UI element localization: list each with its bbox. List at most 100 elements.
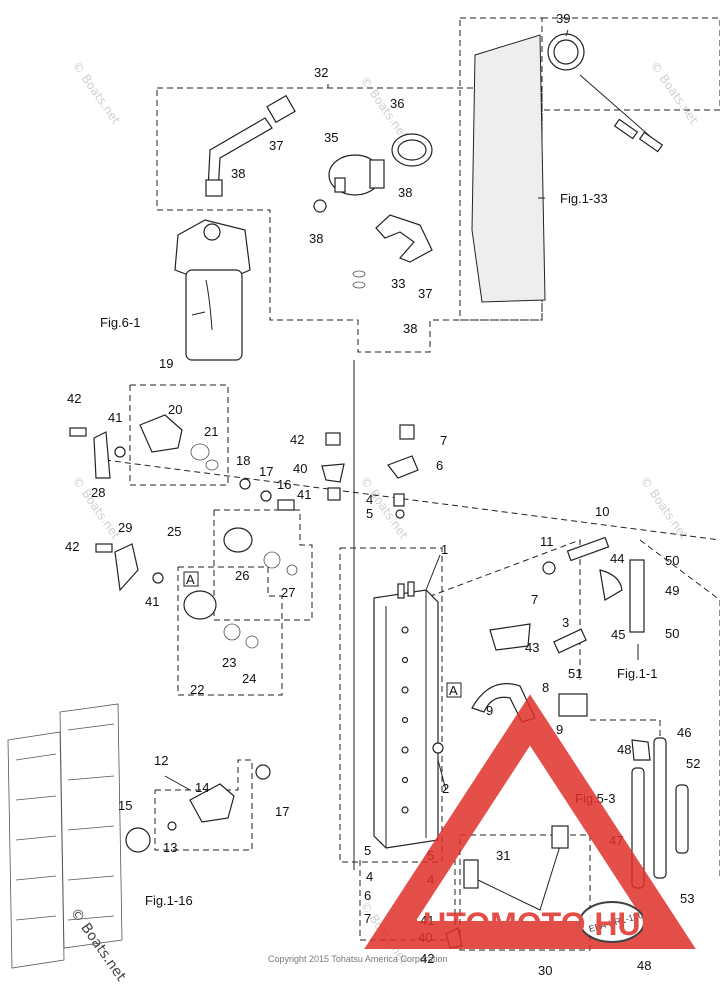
callout-15: 15 [118, 798, 132, 813]
callout-46: 46 [677, 725, 691, 740]
callout-53: 53 [680, 891, 694, 906]
callout-41: 41 [297, 487, 311, 502]
fig-ref-1-1: Fig.1-1 [617, 666, 657, 681]
callout-14: 14 [195, 780, 209, 795]
epa-stamp [579, 901, 645, 943]
callout-40: 40 [293, 461, 307, 476]
callout-39: 39 [556, 11, 570, 26]
callout-29: 29 [118, 520, 132, 535]
group-box-12 [154, 759, 253, 851]
callout-19: 19 [159, 356, 173, 371]
callout-28: 28 [91, 485, 105, 500]
callout-33: 33 [391, 276, 405, 291]
callout-5: 5 [366, 506, 373, 521]
callout-4: 4 [366, 869, 373, 884]
fig-1-16-gaskets [7, 703, 123, 969]
callout-37: 37 [418, 286, 432, 301]
guide-line [419, 539, 581, 680]
callout-23: 23 [222, 655, 236, 670]
watermark: © Boats.net [638, 474, 692, 542]
logo-triangle [364, 694, 696, 949]
marker-a: A [186, 572, 195, 587]
callout-50: 50 [665, 553, 679, 568]
callout-44: 44 [610, 551, 624, 566]
group-box-fig-1-33 [459, 17, 543, 321]
callout-32: 32 [314, 65, 328, 80]
guide-line [104, 459, 720, 541]
callout-41: 41 [108, 410, 122, 425]
callout-41: 41 [145, 594, 159, 609]
callout-17: 17 [275, 804, 289, 819]
callout-12: 12 [154, 753, 168, 768]
automoto-hub-logo: EPA-KR1-150 AUTOMOTO HUB [364, 694, 696, 949]
section-markers: A A [183, 571, 462, 698]
callout-35: 35 [324, 130, 338, 145]
fig-ref-1-33: Fig.1-33 [560, 191, 608, 206]
callout-48: 48 [617, 742, 631, 757]
callout-6: 6 [436, 458, 443, 473]
fig-ref-1-16: Fig.1-16 [145, 893, 193, 908]
callout-18: 18 [236, 453, 250, 468]
watermark: © Boats.net [70, 59, 124, 127]
callout-9: 9 [486, 703, 493, 718]
figure-references: Fig.6-1 Fig.1-33 Fig.1-1 Fig.5-3 Fig.1-1… [100, 191, 657, 908]
callout-5: 5 [364, 843, 371, 858]
callout-27: 27 [281, 585, 295, 600]
callout-45: 45 [611, 627, 625, 642]
callout-7: 7 [440, 433, 447, 448]
callout-43: 43 [525, 640, 539, 655]
callout-20: 20 [168, 402, 182, 417]
fuel-rail [373, 581, 444, 849]
callout-8: 8 [542, 680, 549, 695]
callout-42: 42 [420, 951, 434, 966]
callout-7: 7 [531, 592, 538, 607]
callout-51: 51 [568, 666, 582, 681]
callout-17: 17 [259, 464, 273, 479]
group-box-19 [129, 384, 229, 486]
leader-lines [164, 29, 639, 870]
callout-42: 42 [65, 539, 79, 554]
callout-7: 7 [364, 911, 371, 926]
callout-38: 38 [398, 185, 412, 200]
watermark: © Boats.net [70, 474, 124, 542]
group-box-25 [213, 509, 313, 621]
watermark: © Boats.net [648, 59, 702, 127]
callout-4: 4 [366, 492, 373, 507]
group-outlines [104, 17, 720, 951]
callout-30: 30 [538, 963, 552, 978]
callout-42: 42 [67, 391, 81, 406]
callout-26: 26 [235, 568, 249, 583]
callout-31: 31 [496, 848, 510, 863]
group-box-32 [156, 87, 543, 353]
callout-3: 3 [562, 615, 569, 630]
callout-9: 9 [556, 722, 563, 737]
callout-38: 38 [231, 166, 245, 181]
callout-38: 38 [309, 231, 323, 246]
callout-36: 36 [390, 96, 404, 111]
callout-52: 52 [686, 756, 700, 771]
guide-line [639, 539, 720, 880]
callout-6: 6 [364, 888, 371, 903]
callout-38: 38 [403, 321, 417, 336]
callout-21: 21 [204, 424, 218, 439]
copyright-text: Copyright 2015 Tohatsu America Corporati… [268, 954, 447, 964]
callout-13: 13 [163, 840, 177, 855]
fig-1-33-plate [471, 33, 664, 303]
callout-16: 16 [277, 477, 291, 492]
callout-1: 1 [441, 542, 448, 557]
group-32-parts [205, 94, 433, 289]
fig-ref-6-1: Fig.6-1 [100, 315, 140, 330]
callout-48: 48 [637, 958, 651, 973]
callout-25: 25 [167, 524, 181, 539]
callout-22: 22 [190, 682, 204, 697]
callout-11: 11 [540, 534, 554, 549]
callout-10: 10 [595, 504, 609, 519]
group-box-hardware [359, 860, 456, 941]
fuel-filter-assembly [174, 219, 251, 361]
callout-50: 50 [665, 626, 679, 641]
marker-a: A [449, 683, 458, 698]
logo-wordmark: AUTOMOTO HUB [400, 906, 664, 942]
group-box-30 [459, 834, 591, 951]
callout-42: 42 [290, 432, 304, 447]
